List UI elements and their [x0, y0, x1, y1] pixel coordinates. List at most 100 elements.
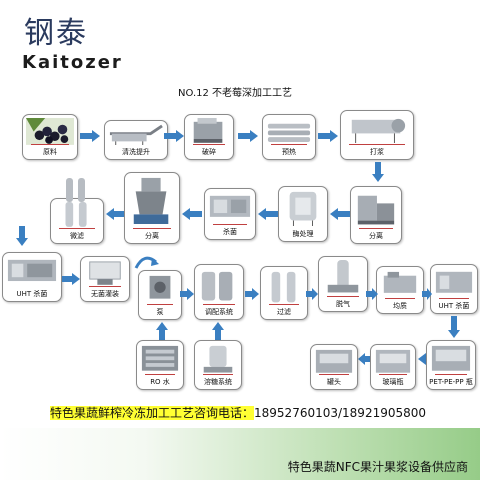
blending-tanks-image — [201, 271, 233, 301]
arrow-right-icon — [422, 288, 432, 300]
label-underline — [319, 374, 349, 375]
consultation-label: 特色果蔬鲜榨冷冻加工工艺咨询电话： — [50, 406, 255, 420]
brand-chinese-logo: 钢泰 — [24, 16, 88, 51]
step-label: UHT 杀菌 — [16, 290, 48, 298]
step-label: 溶糖系统 — [204, 378, 232, 386]
label-underline — [359, 228, 393, 229]
arrow-right-icon — [62, 273, 80, 285]
arrow-right-icon — [164, 130, 184, 142]
label-underline — [435, 374, 467, 375]
separator-machine-image — [357, 195, 395, 225]
step-crush: 破碎 — [184, 114, 234, 160]
step-label: 调配系统 — [205, 308, 233, 316]
arrow-right-icon — [238, 130, 258, 142]
phone-numbers: 18952760103/18921905800 — [254, 406, 427, 420]
preheater-image — [267, 123, 311, 142]
label-underline — [379, 374, 407, 375]
washer-machine-image — [109, 124, 163, 146]
step-label: 均质 — [393, 302, 407, 310]
step-separation-1: 分离 — [350, 186, 402, 244]
label-underline — [271, 144, 307, 145]
diagram-title: NO.12 不老莓深加工工艺 — [178, 88, 293, 99]
arrow-right-icon — [306, 288, 318, 300]
centrifuge-image — [133, 177, 169, 224]
brand-english-logo: Kaitozer — [22, 52, 123, 73]
label-underline — [439, 298, 469, 299]
homogenizer-image — [383, 271, 417, 293]
microfilter-image — [65, 202, 87, 227]
arrow-up-icon — [212, 322, 224, 340]
step-label: 预热 — [282, 148, 296, 156]
step-label: 微滤 — [70, 232, 84, 240]
step-uht-sterilize-1: UHT 杀菌 — [2, 252, 62, 302]
label-underline — [385, 298, 415, 299]
degasser-image — [327, 260, 359, 293]
step-pump: 泵 — [138, 270, 182, 320]
step-label: UHT 杀菌 — [438, 302, 470, 310]
arrow-left-icon — [358, 353, 372, 365]
arrow-down-icon — [16, 226, 28, 246]
step-label: 过滤 — [277, 308, 291, 316]
label-underline — [203, 304, 235, 305]
arrow-right-icon — [245, 288, 259, 300]
aseptic-filler-image — [89, 261, 121, 285]
step-label: 杀菌 — [223, 228, 237, 236]
step-label: 脱气 — [336, 300, 350, 308]
step-label: 分离 — [369, 232, 383, 240]
step-label: 罐头 — [327, 378, 341, 386]
filter-housing-icon — [66, 178, 85, 202]
can-filler-image — [315, 349, 353, 373]
ro-system-image — [141, 345, 179, 371]
label-underline — [147, 304, 173, 305]
arrow-right-icon — [366, 288, 378, 300]
step-filtration: 过滤 — [260, 266, 308, 320]
uht-machine-image — [7, 259, 57, 282]
label-underline — [31, 144, 69, 145]
bottom-banner — [0, 428, 480, 480]
label-underline — [213, 224, 247, 225]
step-homogenize: 均质 — [376, 266, 424, 314]
step-ro-water: RO 水 — [136, 340, 184, 390]
arrow-down-icon — [372, 162, 384, 182]
arrow-down-icon — [448, 316, 460, 338]
berries-image — [26, 118, 74, 145]
consultation-line: 特色果蔬鲜榨冷冻加工工艺咨询电话：18952760103/18921905800 — [50, 404, 426, 421]
label-underline — [327, 296, 359, 297]
arrow-right-icon — [80, 130, 100, 142]
step-microfiltration: 微滤 — [50, 198, 104, 244]
step-enzyme-treatment: 酶处理 — [278, 186, 328, 242]
step-label: PET-PE-PP 瓶 — [429, 378, 473, 386]
step-preheat: 预热 — [262, 114, 316, 160]
glass-bottle-filler-image — [375, 349, 411, 373]
step-aseptic-filling: 无菌灌装 — [80, 256, 130, 302]
step-label: 破碎 — [202, 148, 216, 156]
label-underline — [89, 286, 121, 287]
arrow-right-icon — [180, 288, 194, 300]
arrow-up-icon — [156, 322, 168, 340]
step-label: 打浆 — [370, 148, 384, 156]
step-sugar-dissolving: 溶糖系统 — [194, 340, 242, 390]
uht-machine-image — [435, 271, 473, 293]
step-label: RO 水 — [150, 378, 170, 386]
step-label: 分离 — [145, 232, 159, 240]
label-underline — [349, 144, 405, 145]
step-wash-elevator: 清洗提升 — [104, 120, 168, 160]
step-label: 酶处理 — [292, 230, 314, 238]
arrow-left-icon — [258, 208, 278, 220]
pump-image — [149, 275, 171, 299]
step-pulping: 打浆 — [340, 110, 414, 160]
sugar-tank-image — [203, 345, 233, 373]
filter-housing-image — [271, 271, 296, 303]
label-underline — [59, 228, 95, 229]
label-underline — [203, 374, 233, 375]
crusher-machine-image — [193, 118, 223, 143]
step-degassing: 脱气 — [318, 256, 368, 312]
supplier-text: 特色果蔬NFC果汁果浆设备供应商 — [287, 460, 468, 474]
step-label: 泵 — [156, 308, 164, 316]
arrow-left-icon — [182, 208, 202, 220]
step-pet-bottle: PET-PE-PP 瓶 — [426, 340, 476, 390]
step-sterilize-1: 杀菌 — [204, 188, 256, 240]
step-label: 清洗提升 — [122, 148, 150, 156]
step-separation-2: 分离 — [124, 172, 180, 244]
step-label: 无菌灌装 — [91, 290, 119, 298]
